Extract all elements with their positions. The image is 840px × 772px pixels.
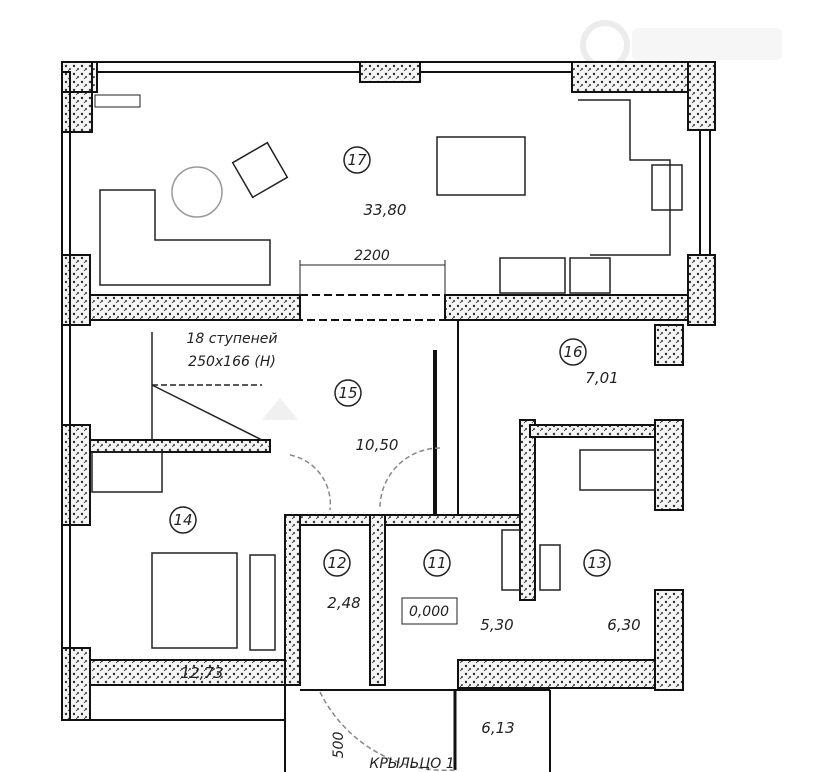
room-14-area: 12,73 bbox=[181, 664, 224, 682]
stairs-size: 250x166 (H) bbox=[188, 354, 276, 370]
walls bbox=[61, 61, 716, 772]
room-11-area: 5,30 bbox=[480, 616, 513, 634]
watermark-onrealt-logo bbox=[580, 20, 782, 70]
room-13-area: 6,30 bbox=[607, 616, 640, 634]
room-11-number: 11 bbox=[427, 554, 446, 572]
porch-dimension: 500 bbox=[331, 732, 347, 759]
room-12-number: 12 bbox=[327, 554, 346, 572]
room-12-area: 2,48 bbox=[327, 594, 360, 612]
room-17-number: 17 bbox=[347, 151, 367, 169]
watermark-vladis-logo bbox=[262, 398, 298, 420]
stairs-steps: 18 ступеней bbox=[186, 331, 277, 347]
room-15-number: 15 bbox=[338, 384, 357, 402]
level-mark: 0,000 bbox=[409, 604, 449, 620]
room-13-number: 13 bbox=[587, 554, 606, 572]
room-17-area: 33,80 bbox=[364, 201, 407, 219]
furniture bbox=[91, 94, 683, 772]
room-16-area: 7,01 bbox=[585, 369, 618, 387]
porch-area: 6,13 bbox=[481, 719, 514, 737]
dimension-2200: 2200 bbox=[354, 248, 390, 264]
room-15-area: 10,50 bbox=[356, 436, 399, 454]
porch-label: КРЫЛЬЦО 1 bbox=[369, 756, 454, 772]
room-16-number: 16 bbox=[563, 343, 582, 361]
room-14-number: 14 bbox=[173, 511, 192, 529]
